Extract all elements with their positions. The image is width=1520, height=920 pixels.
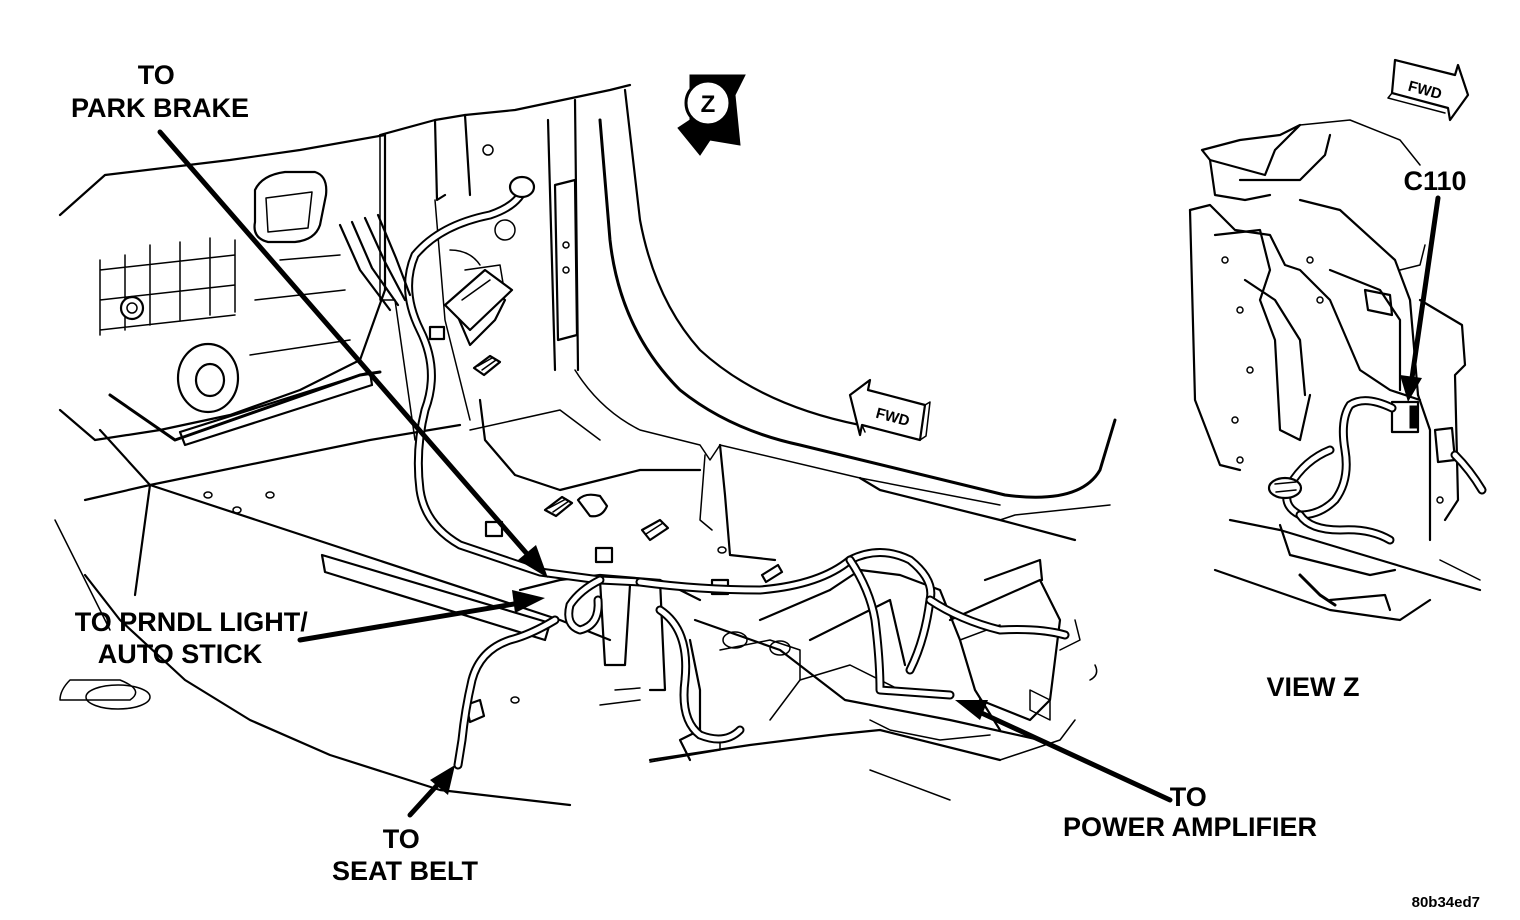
callout-labels: TO PARK BRAKE TO PRNDL LIGHT/ AUTO STICK… (71, 60, 1480, 911)
fwd-arrow-main: FWD (848, 378, 931, 442)
seat-belt-label-line2: SEAT BELT (332, 856, 479, 886)
park-brake-leader (157, 129, 531, 558)
figure-id-label: 80b34ed7 (1412, 894, 1480, 911)
seat-belt-label: TO SEAT BELT (332, 824, 479, 886)
park-brake-label: TO PARK BRAKE (71, 60, 249, 123)
seat-belt-leader (407, 779, 443, 818)
view-z-inset: FWD (1188, 58, 1487, 622)
power-amp-leader (972, 707, 1173, 803)
prndl-label-line1: TO PRNDL LIGHT/ (75, 607, 309, 637)
seat-belt-arrowhead (430, 765, 455, 795)
leader-arrows (157, 129, 1441, 818)
view-z-marker-label: Z (701, 91, 716, 118)
body-structure (54, 83, 1117, 807)
wiring-harness (338, 175, 1070, 770)
prndl-label-line2: AUTO STICK (98, 639, 263, 669)
view-z-label: VIEW Z (1267, 672, 1360, 702)
c110-label: C110 (1403, 166, 1466, 196)
park-brake-label-line2: PARK BRAKE (71, 93, 249, 123)
power-amp-label-line2: POWER AMPLIFIER (1063, 812, 1317, 842)
prndl-leader (297, 600, 523, 643)
seat-belt-label-line1: TO (383, 824, 420, 854)
c110-arrowhead (1400, 375, 1422, 402)
power-amp-label: TO POWER AMPLIFIER (1063, 782, 1317, 842)
view-z-marker: Z (677, 74, 746, 156)
park-brake-arrowhead (518, 545, 548, 578)
c110-leader (1409, 195, 1441, 381)
floor-holes (203, 491, 727, 704)
park-brake-label-line1: TO (138, 60, 175, 90)
prndl-arrowhead (512, 590, 545, 613)
prndl-label: TO PRNDL LIGHT/ AUTO STICK (75, 607, 316, 669)
power-amp-label-line1: TO (1170, 782, 1207, 812)
power-amp-arrowhead (955, 700, 988, 720)
